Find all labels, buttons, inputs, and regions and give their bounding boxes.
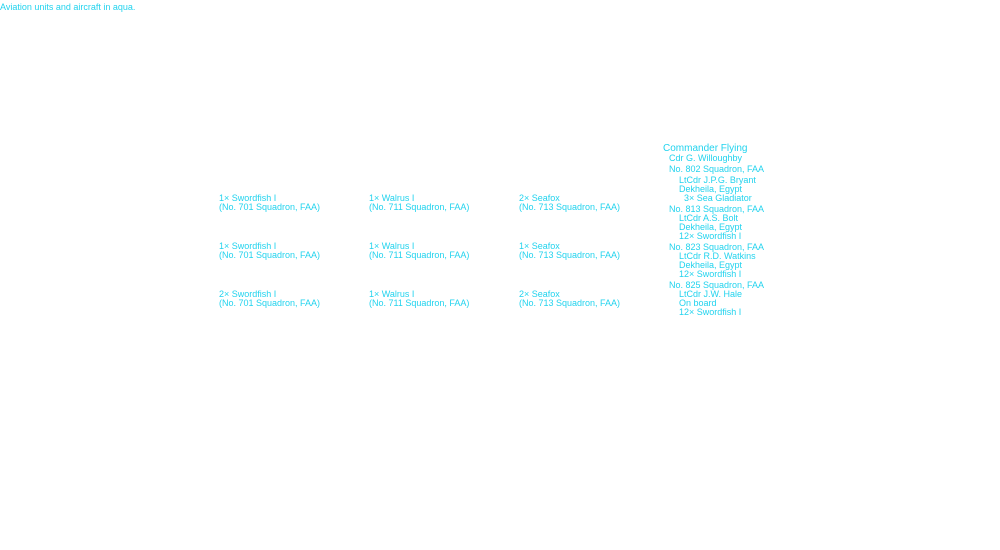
grid-cell-r1-c1: 1× Swordfish I (No. 701 Squadron, FAA) (219, 194, 320, 212)
squadron-aircraft: 12× Swordfish I (679, 231, 742, 241)
aircraft-label: 1× Walrus I (369, 289, 415, 299)
unit-label: (No. 713 Squadron, FAA) (519, 250, 621, 260)
grid-cell-r3-c1: 2× Swordfish I (No. 701 Squadron, FAA) (219, 290, 320, 308)
squadron-commander: LtCdr R.D. Watkins (679, 251, 756, 261)
aircraft-label: 2× Seafox (519, 289, 560, 299)
squadron-commander: LtCdr J.W. Hale (679, 289, 743, 299)
squadron-unit: No. 813 Squadron, FAA (669, 204, 765, 214)
squadron-unit: No. 823 Squadron, FAA (669, 242, 765, 252)
grid-cell-r3-c3: 2× Seafox (No. 713 Squadron, FAA) (519, 290, 620, 308)
unit-label: (No. 711 Squadron, FAA) (369, 250, 470, 260)
unit-label: (No. 701 Squadron, FAA) (219, 250, 321, 260)
squadron-commander: LtCdr A.S. Bolt (679, 213, 739, 223)
unit-label: (No. 713 Squadron, FAA) (519, 202, 621, 212)
grid-cell-r3-c2: 1× Walrus I (No. 711 Squadron, FAA) (369, 290, 469, 308)
squadron-base: Dekheila, Egypt (679, 222, 743, 232)
squadron-unit: No. 825 Squadron, FAA (669, 280, 765, 290)
aircraft-label: 2× Seafox (519, 193, 560, 203)
squadron-base: Dekheila, Egypt (679, 260, 743, 270)
aircraft-label: 1× Swordfish I (219, 241, 277, 251)
diagram-caption: Aviation units and aircraft in aqua. (0, 2, 136, 12)
grid-cell-r1-c2: 1× Walrus I (No. 711 Squadron, FAA) (369, 194, 469, 212)
squadron-aircraft: 3× Sea Gladiator (684, 193, 752, 203)
grid-cell-r2-c1: 1× Swordfish I (No. 701 Squadron, FAA) (219, 242, 320, 260)
commander-name: Cdr G. Willoughby (669, 153, 743, 163)
squadron-commander: LtCdr J.P.G. Bryant (679, 175, 756, 185)
unit-label: (No. 711 Squadron, FAA) (369, 202, 470, 212)
grid-cell-r2-c2: 1× Walrus I (No. 711 Squadron, FAA) (369, 242, 469, 260)
grid-cell-r2-c3: 1× Seafox (No. 713 Squadron, FAA) (519, 242, 620, 260)
squadron-base: On board (679, 298, 717, 308)
commander-flying-block: Commander Flying Cdr G. Willoughby No. 8… (663, 143, 764, 317)
aircraft-label: 1× Walrus I (369, 241, 415, 251)
aircraft-label: 1× Seafox (519, 241, 560, 251)
unit-label: (No. 701 Squadron, FAA) (219, 298, 321, 308)
squadron-aircraft: 12× Swordfish I (679, 269, 742, 279)
squadron-base: Dekheila, Egypt (679, 184, 743, 194)
squadron-unit: No. 802 Squadron, FAA (669, 164, 765, 174)
aircraft-label: 1× Swordfish I (219, 193, 277, 203)
unit-label: (No. 713 Squadron, FAA) (519, 298, 621, 308)
unit-label: (No. 701 Squadron, FAA) (219, 202, 321, 212)
aircraft-label: 1× Walrus I (369, 193, 415, 203)
unit-label: (No. 711 Squadron, FAA) (369, 298, 470, 308)
squadron-aircraft: 12× Swordfish I (679, 307, 742, 317)
aircraft-label: 2× Swordfish I (219, 289, 277, 299)
grid-cell-r1-c3: 2× Seafox (No. 713 Squadron, FAA) (519, 194, 620, 212)
commander-title: Commander Flying (663, 143, 748, 154)
